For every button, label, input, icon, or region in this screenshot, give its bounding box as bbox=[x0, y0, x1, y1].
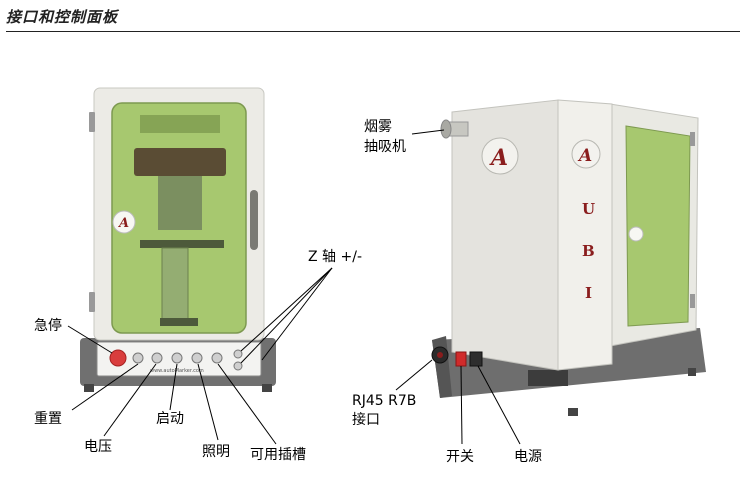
start-button[interactable] bbox=[171, 352, 183, 364]
leader-power bbox=[477, 365, 521, 445]
label-rj45-line2: 接口 bbox=[352, 412, 380, 428]
side-foot-2 bbox=[688, 368, 696, 376]
side-machine: A A U B I bbox=[431, 99, 706, 416]
front-foot-left bbox=[84, 384, 94, 392]
hinge-bottom bbox=[89, 292, 95, 312]
laser-table bbox=[140, 240, 224, 248]
side-panel-front bbox=[557, 99, 613, 371]
front-face-logo bbox=[571, 139, 601, 169]
leader-start bbox=[169, 363, 178, 411]
leader-voltage bbox=[103, 363, 157, 437]
leader-rj45 bbox=[395, 359, 433, 391]
laser-top bbox=[140, 115, 220, 133]
z-down-button[interactable] bbox=[233, 361, 243, 371]
rear-logo bbox=[628, 226, 644, 242]
label-fume-line2: 抽吸机 bbox=[364, 139, 406, 155]
rear-hinge-2 bbox=[690, 294, 695, 308]
leader-light bbox=[197, 363, 219, 441]
side-letter-i: I bbox=[585, 284, 592, 302]
front-machine: www.autoMarker.com A bbox=[80, 87, 276, 392]
leader-switch bbox=[460, 365, 463, 445]
power-socket[interactable] bbox=[469, 351, 483, 367]
front-foot-right bbox=[262, 384, 272, 392]
door-handle bbox=[250, 190, 258, 250]
label-z-axis: Z 轴 +/- bbox=[308, 249, 362, 265]
rear-hinge-1 bbox=[690, 132, 695, 146]
label-light: 照明 bbox=[202, 444, 230, 460]
side-window bbox=[625, 125, 691, 327]
laser-body bbox=[158, 176, 202, 230]
power-switch[interactable] bbox=[455, 351, 467, 367]
leader-z-2 bbox=[240, 267, 333, 364]
leader-z-3 bbox=[261, 267, 333, 361]
label-start: 启动 bbox=[156, 411, 184, 427]
label-voltage: 电压 bbox=[84, 439, 112, 455]
side-letter-b: B bbox=[582, 242, 595, 260]
leader-lines bbox=[67, 129, 521, 445]
leader-z-1 bbox=[240, 267, 333, 352]
side-logo bbox=[481, 137, 519, 175]
light-button[interactable] bbox=[191, 352, 203, 364]
panel-url: www.autoMarker.com bbox=[150, 368, 204, 374]
front-logo-letter: A bbox=[117, 216, 129, 231]
hinge-top bbox=[89, 112, 95, 132]
side-foot-1 bbox=[568, 408, 578, 416]
label-power: 电源 bbox=[514, 449, 542, 465]
label-fume-line1: 烟雾 bbox=[364, 119, 392, 135]
rj45-port-inner bbox=[437, 352, 443, 358]
label-switch: 开关 bbox=[446, 449, 474, 465]
label-emergency-stop: 急停 bbox=[34, 318, 62, 334]
z-column bbox=[161, 247, 189, 321]
label-rj45-line1: RJ45 R7B bbox=[352, 393, 417, 409]
voltage-button[interactable] bbox=[151, 352, 163, 364]
front-logo bbox=[112, 210, 136, 234]
side-vent bbox=[528, 370, 568, 386]
leader-fume bbox=[411, 129, 445, 135]
column-base bbox=[160, 318, 198, 326]
laser-head bbox=[134, 148, 226, 176]
slot-button[interactable] bbox=[211, 352, 223, 364]
reset-button[interactable] bbox=[132, 352, 144, 364]
title-rule bbox=[6, 31, 740, 32]
fume-pipe-opening bbox=[440, 119, 452, 139]
z-up-button[interactable] bbox=[233, 349, 243, 359]
side-logo-letter: A bbox=[489, 145, 508, 171]
page-title: 接口和控制面板 bbox=[6, 8, 119, 26]
leader-reset bbox=[71, 363, 139, 411]
side-letter-u: U bbox=[582, 200, 595, 218]
emergency-stop-button[interactable] bbox=[109, 349, 127, 367]
leader-estop bbox=[67, 325, 113, 354]
label-reset: 重置 bbox=[34, 411, 62, 427]
leader-slot bbox=[217, 363, 277, 445]
front-face-logo-letter: A bbox=[577, 146, 592, 166]
label-available-slot: 可用插槽 bbox=[250, 447, 306, 463]
